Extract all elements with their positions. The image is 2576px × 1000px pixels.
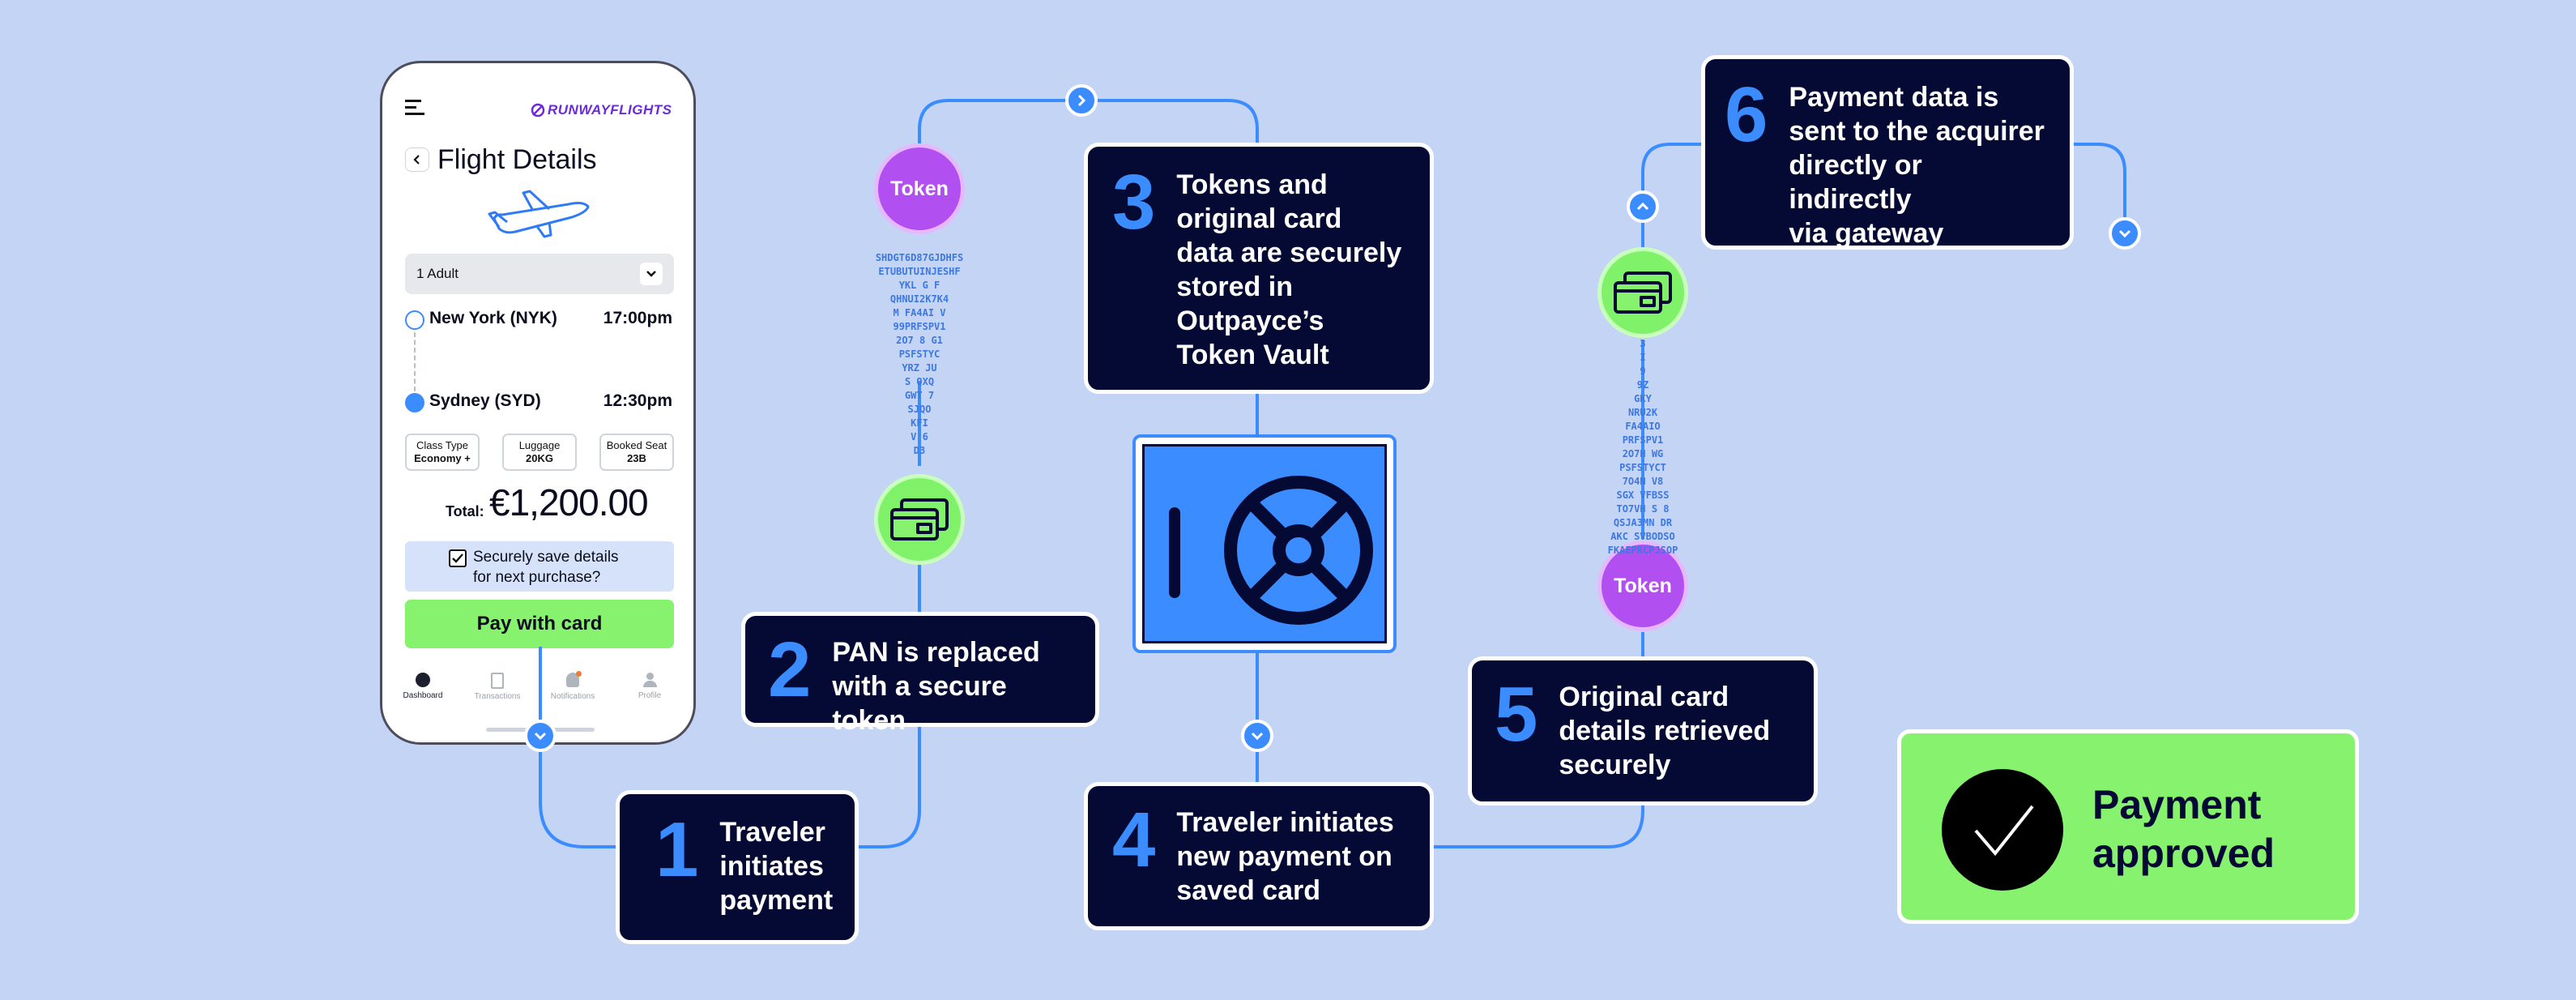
chevron-down-icon: [1251, 732, 1264, 741]
arrow-node-down-vault: [1241, 720, 1273, 752]
nav-dashboard[interactable]: Dashboard: [399, 673, 447, 700]
step-text: Payment data is sent to the acquirer dir…: [1789, 82, 2045, 249]
save-checkbox[interactable]: [449, 549, 467, 567]
nav-label: Dashboard: [403, 691, 443, 700]
notifications-icon: [566, 671, 582, 687]
step-5: 5 Original card details retrieved secure…: [1468, 656, 1818, 806]
arrow-node-up: [1627, 190, 1659, 223]
chip-value: Economy +: [414, 452, 471, 464]
credit-card-icon: [890, 498, 949, 541]
step-number: 5: [1495, 671, 1538, 758]
step-6: 6 Payment data is sent to the acquirer d…: [1701, 55, 2074, 250]
nav-label: Notifications: [550, 692, 595, 701]
pay-button[interactable]: Pay with card: [405, 600, 674, 648]
route-line: [414, 332, 416, 407]
step-number: 4: [1112, 797, 1156, 883]
transactions-icon: [491, 673, 504, 689]
nav-label: Transactions: [474, 692, 521, 701]
destination-dot: [405, 393, 424, 412]
seat-chip: Booked Seat 23B: [599, 434, 674, 471]
step-number: 1: [655, 806, 699, 893]
vault-wheel-icon: [1224, 476, 1373, 625]
chip-label: Class Type: [416, 439, 469, 451]
origin-time: 17:00pm: [603, 309, 672, 327]
step-number: 6: [1725, 71, 1768, 158]
checkmark-small-icon: [452, 553, 463, 563]
payment-approved-text: Payment approved: [2092, 782, 2275, 876]
chevron-up-icon: [1636, 202, 1649, 211]
destination-time: 12:30pm: [603, 391, 672, 410]
token-label: Token: [890, 177, 949, 200]
dashboard-icon: [416, 673, 430, 687]
step-text: PAN is replaced with a secure token: [832, 637, 1040, 736]
brand-logo-icon: [531, 103, 545, 118]
chip-label: Booked Seat: [606, 439, 667, 451]
total-amount: €1,200.00: [489, 481, 649, 524]
step-text: Traveler initiates payment: [719, 817, 834, 916]
chevron-left-icon: [413, 155, 420, 165]
step-text: Traveler initiates new payment on saved …: [1176, 807, 1394, 906]
total-label: Total:: [446, 503, 484, 519]
origin-dot: [405, 310, 424, 330]
passenger-select[interactable]: 1 Adult: [405, 254, 674, 294]
nav-transactions[interactable]: Transactions: [470, 673, 525, 701]
step-number: 3: [1112, 159, 1156, 246]
step-number: 2: [768, 626, 812, 713]
connector-phone: [539, 647, 542, 720]
arrow-node-down-phone: [524, 720, 557, 752]
credit-card-icon: [1614, 271, 1672, 314]
chevron-down-icon: [534, 732, 547, 741]
nav-profile[interactable]: Profile: [625, 673, 674, 700]
save-details-text: Securely save details for next purchase?: [473, 549, 619, 586]
brand-name: RUNWAYFLIGHTS: [548, 102, 672, 118]
back-button[interactable]: [405, 147, 429, 172]
token-stream-right: 3 I 9 9Z GKY NRU2K FA4AIO PRFSPV1 2O7H W…: [1607, 338, 1678, 556]
chevron-down-icon: [2118, 229, 2131, 238]
token-stream-left: SHDGT6D87GJDHFS ETUBUTUINJESHF YKL G F Q…: [875, 252, 964, 456]
step-4: 4 Traveler initiates new payment on save…: [1084, 782, 1434, 930]
checkmark-icon: [1942, 769, 2063, 891]
card-circle-left: [874, 474, 965, 565]
token-circle-left: Token: [874, 143, 965, 234]
origin-city: New York (NYK): [429, 309, 557, 327]
step-text: Tokens and original card data are secure…: [1176, 169, 1402, 370]
phone-mockup: RUNWAYFLIGHTS Flight Details 1 Adult New…: [380, 61, 696, 745]
card-circle-right: [1597, 247, 1688, 338]
step-text: Original card details retrieved securely: [1559, 682, 1771, 780]
chevron-down-icon: [640, 263, 663, 285]
arrow-node-down-end: [2109, 217, 2141, 250]
step-1: 1 Traveler initiates payment: [616, 790, 859, 944]
token-vault: [1132, 434, 1397, 653]
nav-notifications[interactable]: Notifications: [544, 671, 601, 701]
nav-label: Profile: [638, 691, 662, 700]
step-2: 2 PAN is replaced with a secure token: [741, 612, 1099, 736]
chip-value: 20KG: [526, 452, 553, 464]
passenger-value: 1 Adult: [416, 266, 458, 281]
class-chip: Class Type Economy +: [405, 434, 480, 471]
chip-value: 23B: [627, 452, 646, 464]
token-circle-right: Token: [1597, 541, 1688, 631]
chip-label: Luggage: [518, 439, 561, 451]
brand-logo: RUNWAYFLIGHTS: [530, 100, 676, 121]
chevron-right-icon: [1077, 94, 1086, 107]
vault-hinge: [1169, 507, 1180, 598]
airplane-icon: [488, 190, 590, 238]
step-3: 3 Tokens and original card data are secu…: [1084, 143, 1434, 394]
token-label: Token: [1614, 574, 1672, 597]
destination-city: Sydney (SYD): [429, 391, 541, 410]
payment-approved-card: Payment approved: [1897, 729, 2359, 924]
luggage-chip: Luggage 20KG: [502, 434, 577, 471]
menu-icon[interactable]: [405, 100, 424, 116]
page-title: Flight Details: [437, 144, 597, 175]
profile-icon: [642, 673, 657, 687]
arrow-node-right: [1065, 84, 1098, 117]
